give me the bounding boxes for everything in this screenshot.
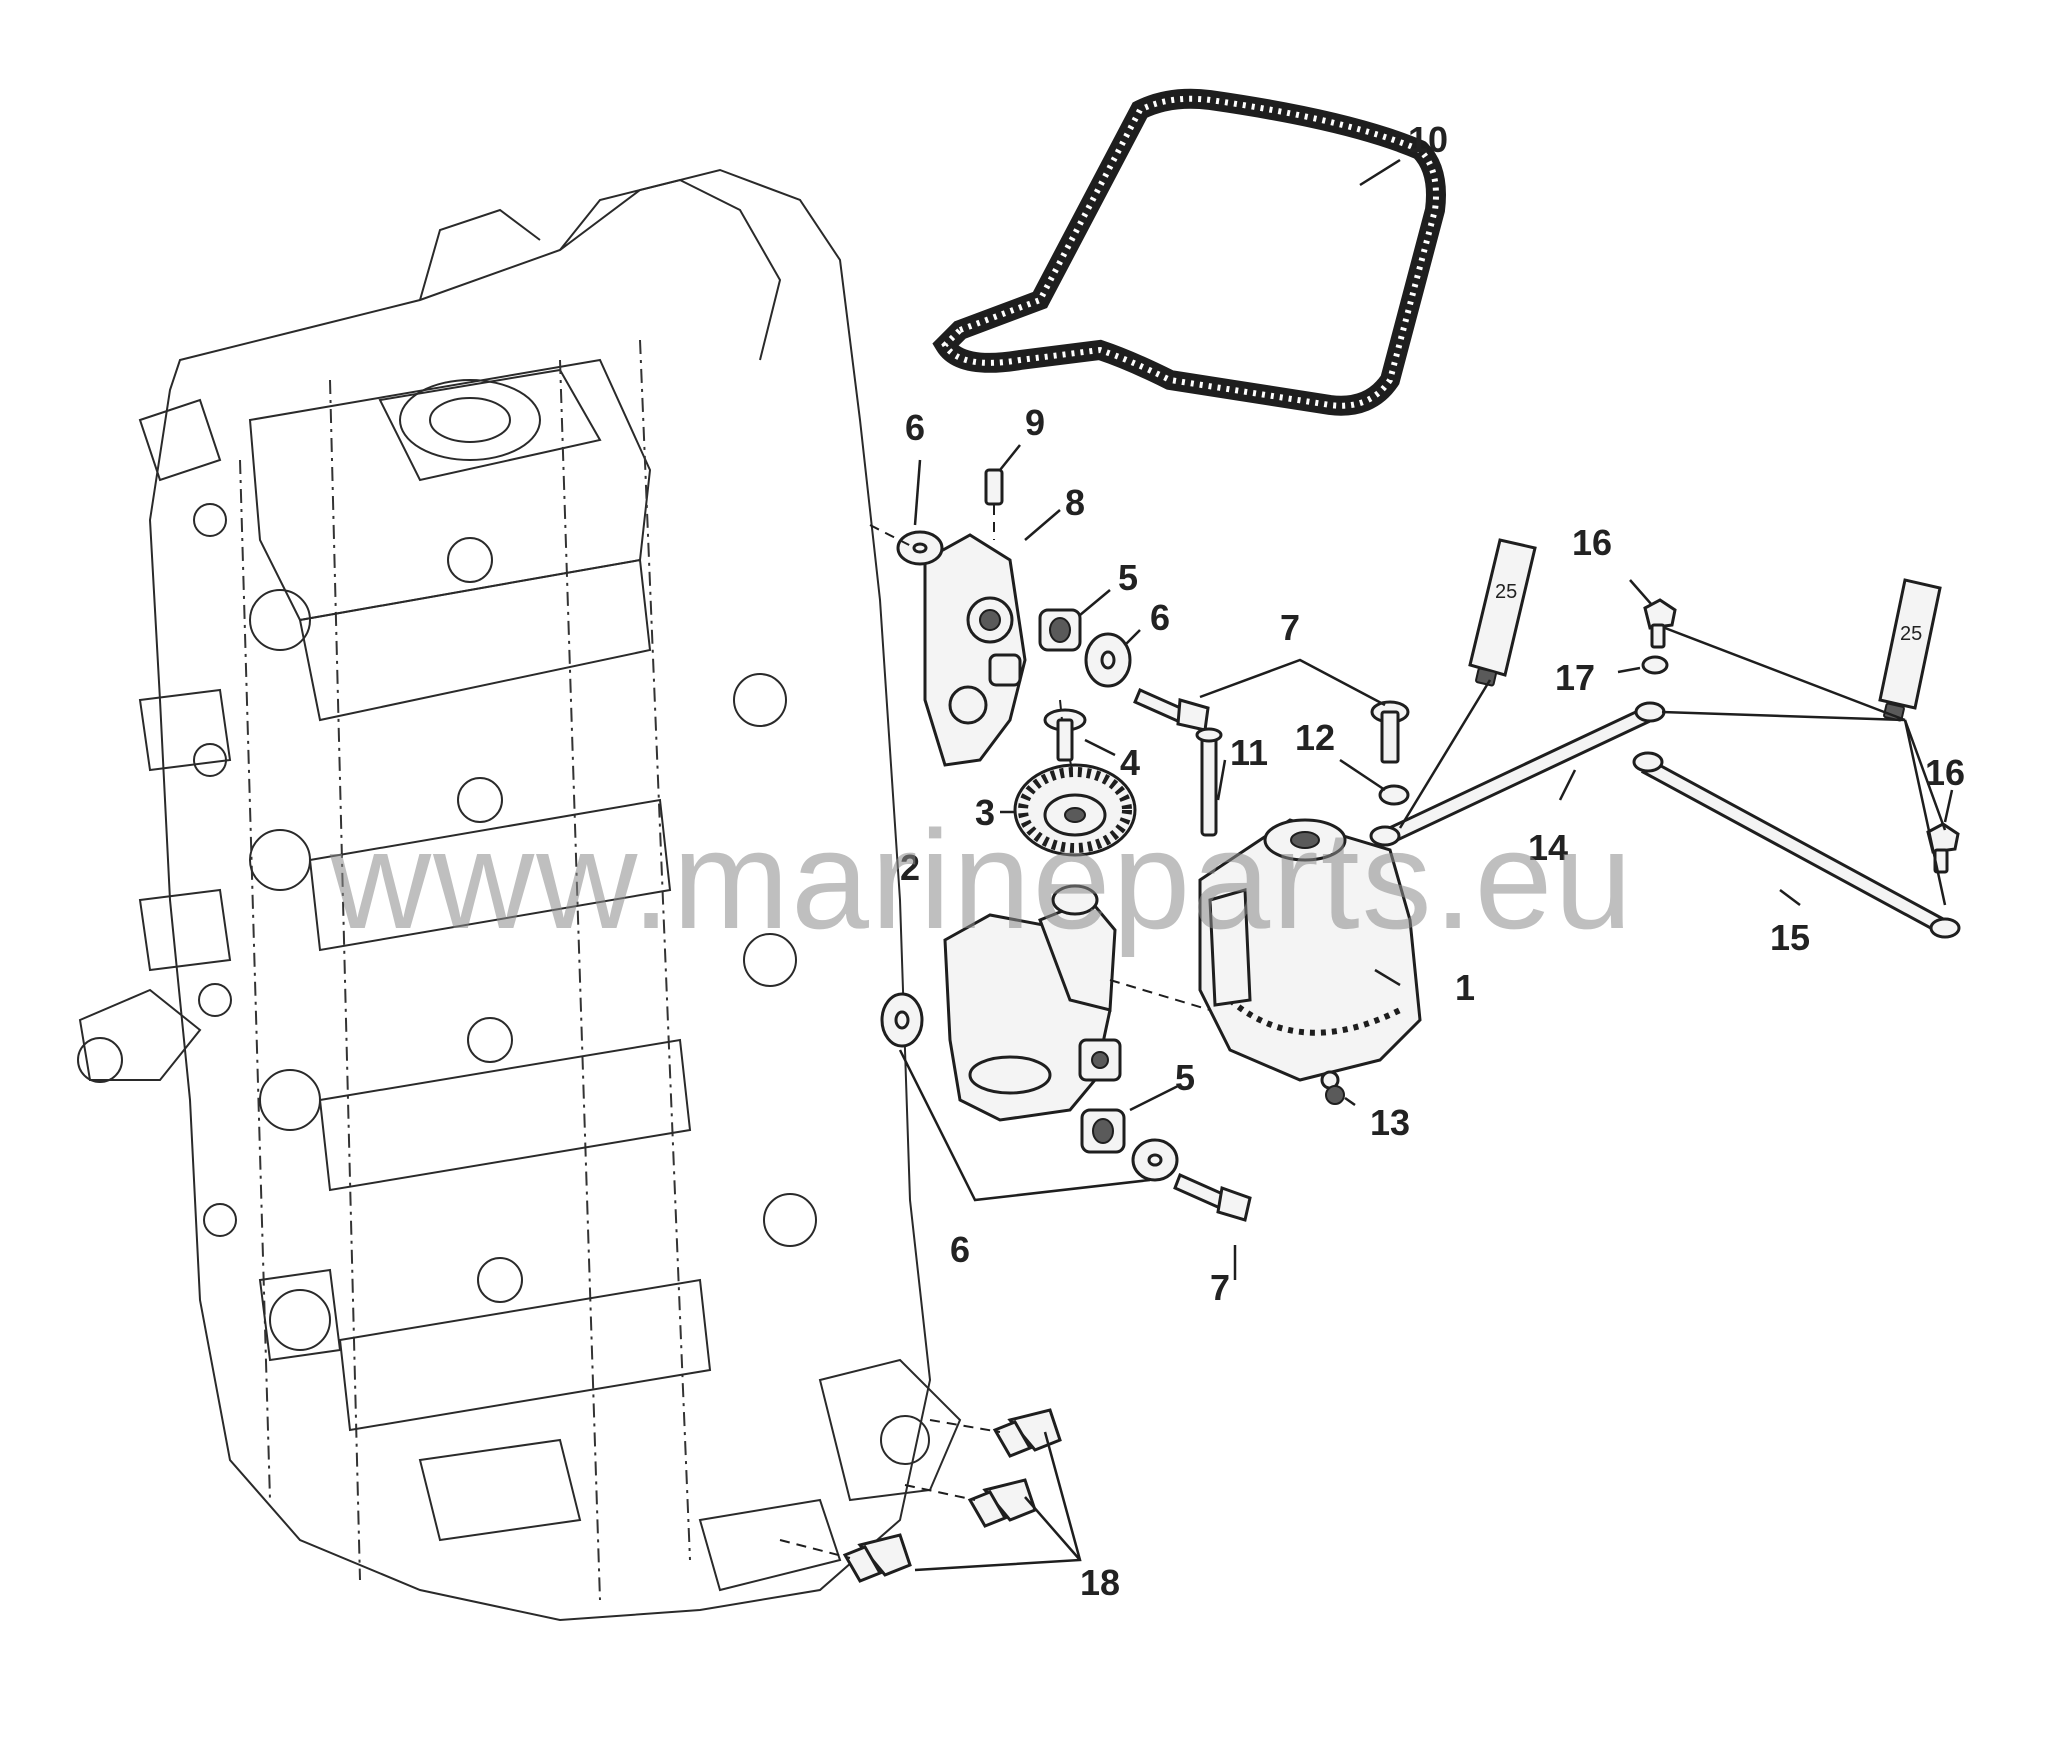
belt-tensioner <box>943 884 1122 1122</box>
washer-lower-left <box>880 992 924 1048</box>
callout-6-mid: 6 <box>1150 597 1170 638</box>
callout-13: 13 <box>1370 1102 1410 1143</box>
engine-block <box>77 168 962 1622</box>
bolt-18-b <box>967 1478 1037 1528</box>
alternator <box>1198 818 1422 1090</box>
callout-18: 18 <box>1080 1562 1120 1603</box>
bolt-7-lower <box>1173 1172 1252 1222</box>
washer-top <box>896 530 944 566</box>
bolt-4 <box>1043 708 1087 762</box>
bolt-9 <box>984 468 1004 540</box>
callout-16-top: 16 <box>1572 522 1612 563</box>
bushing-lower <box>1080 1108 1126 1154</box>
belt <box>932 88 1446 416</box>
washer-lower-right <box>1131 1138 1179 1182</box>
cable-14 <box>1369 701 1666 847</box>
callout-5-lower: 5 <box>1175 1057 1195 1098</box>
bolt-7-mid <box>1133 688 1210 732</box>
watermark-text: www.marineparts.eu <box>329 801 1634 958</box>
callout-7-top: 7 <box>1280 607 1300 648</box>
bushing-top <box>1038 608 1082 652</box>
tube-label-right: 25 <box>1900 623 1922 645</box>
tube-label-left: 25 <box>1495 581 1517 603</box>
bolt-18-c <box>842 1533 912 1583</box>
callout-11: 11 <box>1230 732 1268 773</box>
callout-9: 9 <box>1025 402 1045 443</box>
bolt-16-top <box>1643 598 1677 649</box>
washer-17 <box>1641 655 1669 675</box>
callout-12: 12 <box>1295 717 1335 758</box>
callout-6-top: 6 <box>905 407 925 448</box>
callout-8: 8 <box>1065 482 1085 523</box>
callout-14: 14 <box>1528 827 1568 868</box>
tensioner-bracket <box>923 533 1027 767</box>
callout-17: 17 <box>1555 657 1595 698</box>
callout-7-lower: 7 <box>1210 1267 1230 1308</box>
idler-pulley <box>1013 763 1137 857</box>
bolt-7-top <box>1370 700 1410 764</box>
washer-mid <box>1084 632 1132 688</box>
nut-12 <box>1378 784 1410 806</box>
callout-6-lower: 6 <box>950 1229 970 1270</box>
callout-1: 1 <box>1455 967 1475 1008</box>
leader-lines <box>779 158 1954 1572</box>
lubricant-tube-right: 25 <box>1878 578 1942 722</box>
callout-15: 15 <box>1770 917 1810 958</box>
nut-13 <box>1325 1085 1345 1105</box>
callout-5-top: 5 <box>1118 557 1138 598</box>
callouts: 10 9 8 6 5 6 7 4 3 2 11 12 1 13 14 15 16… <box>900 119 1965 1603</box>
callout-16-right: 16 <box>1925 752 1965 793</box>
callout-4: 4 <box>1120 742 1140 783</box>
bolts-18 <box>842 1408 1062 1583</box>
callout-3: 3 <box>975 792 995 833</box>
callout-10: 10 <box>1408 119 1448 160</box>
lubricant-tube-left: 25 <box>1468 538 1537 687</box>
cable-15 <box>1632 751 1961 939</box>
stud-11 <box>1195 727 1223 837</box>
callout-2: 2 <box>900 847 920 888</box>
